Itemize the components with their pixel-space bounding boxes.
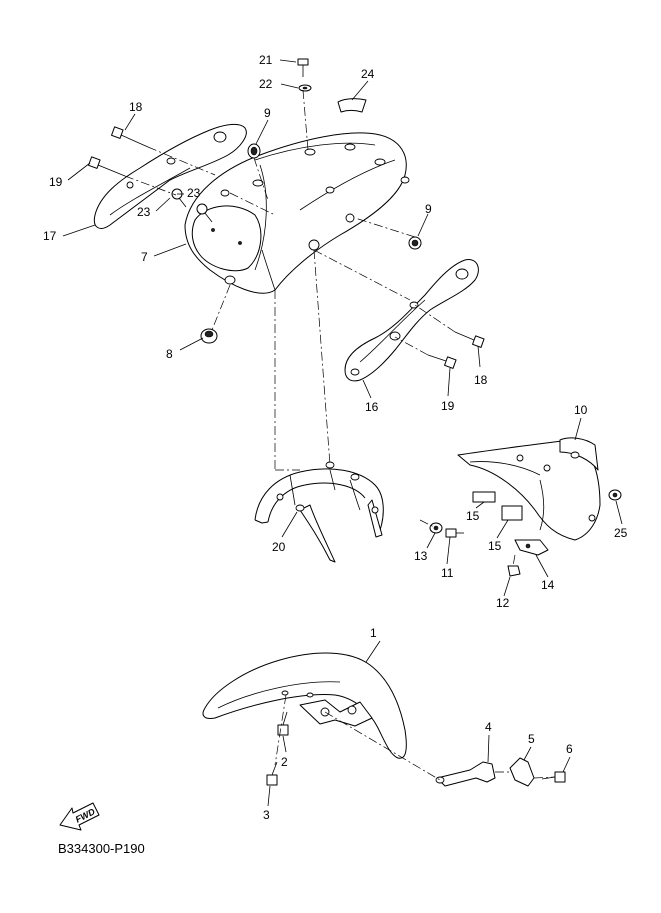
callout-22: 22 — [259, 77, 273, 91]
callout-14: 14 — [541, 578, 555, 592]
grommet-9-right — [408, 236, 422, 250]
fender-frame — [254, 461, 384, 563]
callout-21: 21 — [259, 53, 273, 67]
leader-lines — [62, 59, 623, 807]
callout-20: 20 — [272, 540, 286, 554]
bolt-2 — [277, 711, 289, 736]
bolt-3 — [266, 761, 278, 786]
washer-22 — [298, 84, 312, 92]
bolt-18-left — [111, 126, 149, 148]
callout-6: 6 — [566, 742, 573, 756]
callout-4: 4 — [485, 720, 492, 734]
damper-15-a — [472, 491, 496, 503]
callout-23-b: 23 — [137, 205, 151, 219]
diagram-code: B334300-P190 — [58, 841, 145, 856]
damper-15-b — [501, 505, 523, 521]
tape-24 — [337, 98, 367, 113]
rivet-23-b — [196, 203, 213, 223]
callout-25: 25 — [614, 526, 628, 540]
callout-8: 8 — [166, 347, 173, 361]
callout-5: 5 — [528, 732, 535, 746]
callout-10: 10 — [574, 403, 588, 417]
fwd-arrow-icon: FWD — [59, 802, 100, 831]
screw-21 — [297, 58, 309, 77]
callout-1: 1 — [370, 626, 377, 640]
bolt-19-left — [88, 156, 126, 177]
callout-9-top: 9 — [264, 106, 271, 120]
callout-23-a: 23 — [187, 186, 201, 200]
grommet-8 — [200, 328, 218, 344]
callout-15-a: 15 — [466, 509, 480, 523]
callout-11: 11 — [441, 566, 454, 580]
callout-18-right: 18 — [474, 373, 488, 387]
callout-19-left: 19 — [49, 175, 63, 189]
rear-fender — [184, 132, 410, 294]
grommet-9-top — [247, 143, 261, 159]
callout-24: 24 — [361, 67, 375, 81]
callout-3: 3 — [263, 808, 270, 822]
side-bracket-left — [93, 123, 247, 229]
bolt-11 — [445, 528, 464, 538]
front-fender — [202, 652, 407, 759]
nut-12 — [507, 565, 521, 577]
callout-2: 2 — [281, 755, 288, 769]
callout-17: 17 — [43, 229, 57, 243]
callout-18-left: 18 — [129, 100, 143, 114]
callout-13: 13 — [414, 549, 428, 563]
bracket-4 — [435, 761, 496, 787]
bracket-5 — [509, 757, 535, 787]
side-bracket-right — [344, 259, 479, 382]
bracket-14 — [514, 539, 549, 556]
callout-19-right: 19 — [441, 399, 455, 413]
callout-16: 16 — [365, 400, 379, 414]
callout-9-right: 9 — [425, 202, 432, 216]
inner-fender-flap — [457, 437, 601, 541]
alignment-lines — [124, 89, 556, 781]
callout-15-b: 15 — [488, 539, 502, 553]
callout-labels: 1 2 3 4 5 6 7 8 9 9 10 11 12 13 14 15 15… — [43, 53, 628, 822]
callout-7: 7 — [141, 250, 148, 264]
bolt-19-right — [427, 354, 457, 369]
grommet-25 — [608, 489, 622, 501]
rivet-23-a — [171, 188, 187, 208]
bolt-18-right — [454, 331, 485, 348]
callout-12: 12 — [496, 596, 510, 610]
